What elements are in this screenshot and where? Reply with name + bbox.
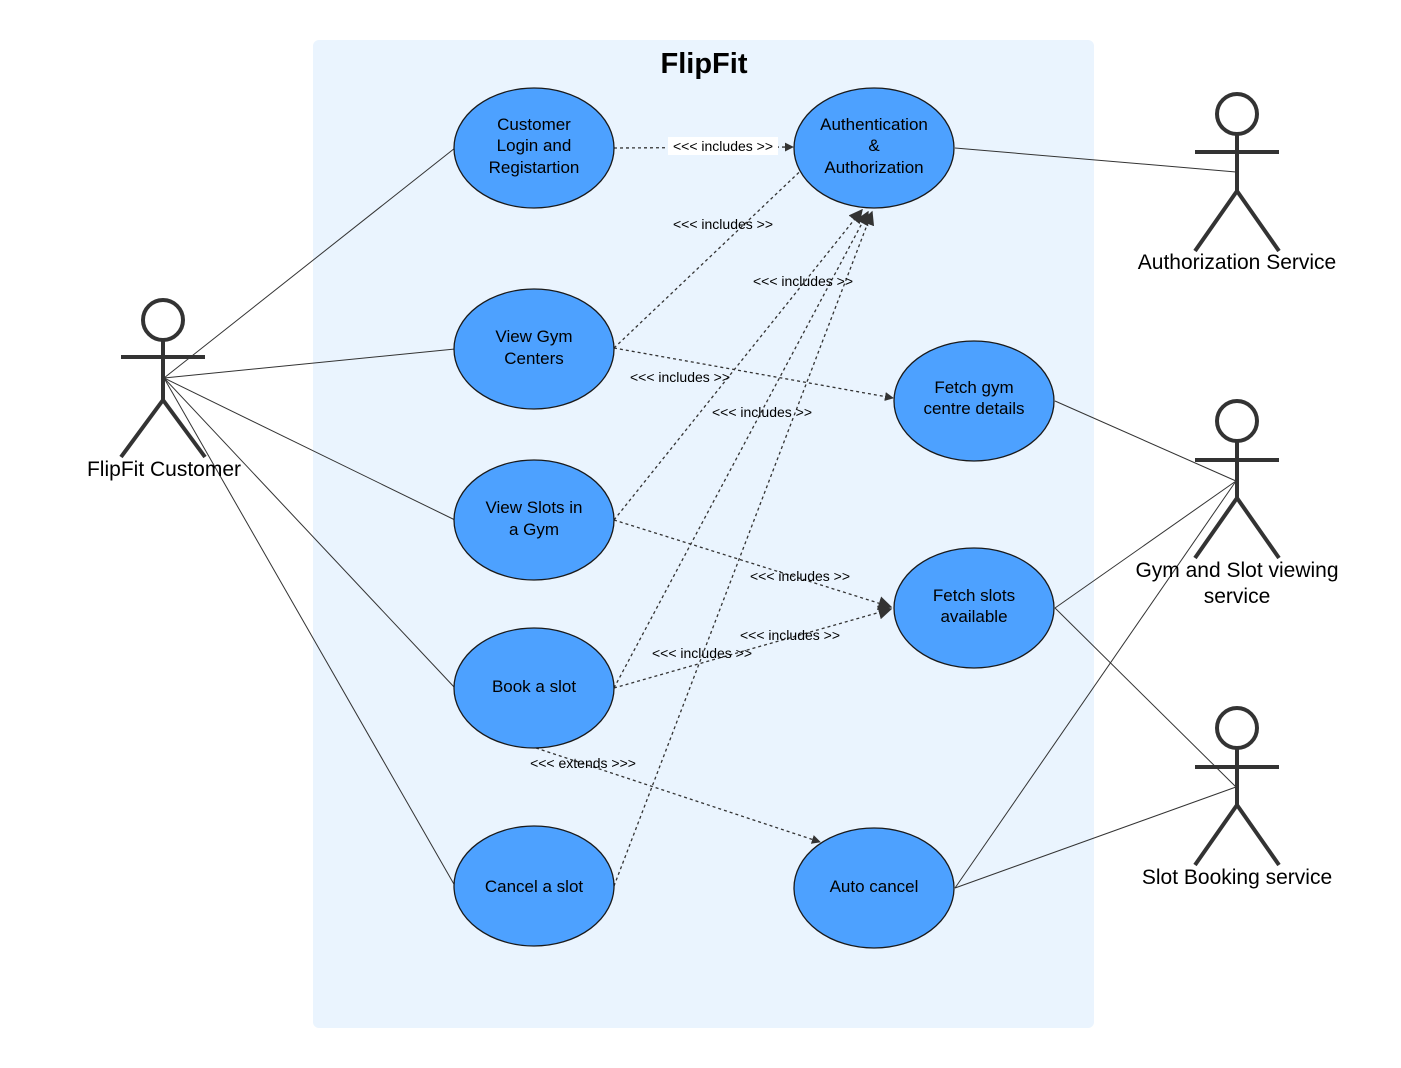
usecase-cancel-label: Cancel a slot: [485, 877, 584, 896]
usecase-fetch-slots-line2: available: [940, 607, 1007, 626]
relationship-labels: <<< includes >> <<< includes >> <<< incl…: [530, 137, 853, 771]
dependency-lines: [535, 142, 894, 887]
include-label-viewgym-fetchgym: <<< includes >>: [630, 369, 730, 385]
assoc-customer-login: [163, 147, 456, 379]
extend-autocancel-book: [535, 747, 821, 844]
actor-gym-slot-service-label-line1: Gym and Slot viewing: [1135, 559, 1338, 582]
include-viewgym-fetchgym: [613, 347, 894, 402]
include-label-viewgym-auth: <<< includes >>: [673, 216, 773, 232]
actor-customer[interactable]: [119, 298, 207, 459]
assoc-autocancel-gymservice: [954, 480, 1237, 889]
actor-booking-service-label: Slot Booking service: [1142, 866, 1332, 889]
usecase-auth-line3: Authorization: [824, 158, 923, 177]
actor-booking-service-head: [1215, 706, 1259, 750]
system-title: FlipFit: [661, 48, 748, 80]
assoc-fetchslots-gymservice: [1054, 480, 1237, 609]
usecase-auth-line2: &: [868, 136, 880, 155]
use-cases: Customer Login and Registartion Authenti…: [453, 87, 1055, 949]
usecase-fetch-slots[interactable]: Fetch slots available: [893, 547, 1055, 669]
extend-label-autocancel-book: <<< extends >>>: [530, 755, 636, 771]
usecase-view-gym-line2: Centers: [504, 349, 564, 368]
usecase-login-line3: Registartion: [489, 158, 580, 177]
assoc-fetchslots-bookingservice: [1054, 607, 1237, 788]
actor-gym-slot-service-label-line2: service: [1204, 585, 1271, 608]
include-label-viewslots-fetchslots: <<< includes >>: [750, 568, 850, 584]
system-boundary: [313, 40, 1094, 1028]
actor-auth-service-head: [1215, 92, 1259, 136]
actor-gym-slot-service[interactable]: [1193, 399, 1281, 560]
include-label-login-auth: <<< includes >>: [673, 138, 773, 154]
assoc-customer-view-gym: [163, 348, 456, 379]
usecase-view-slots[interactable]: View Slots in a Gym: [453, 459, 615, 581]
association-lines: [163, 147, 1237, 889]
usecase-login-line2: Login and: [497, 136, 572, 155]
usecase-fetch-gym[interactable]: Fetch gym centre details: [893, 340, 1055, 462]
usecase-view-slots-line1: View Slots in: [485, 498, 582, 517]
actor-auth-service-label: Authorization Service: [1138, 251, 1336, 274]
include-label-auth-top: <<< includes >>: [753, 273, 853, 289]
include-book-fetchslots: [613, 605, 893, 689]
include-cancel-auth: [613, 210, 875, 887]
assoc-auth-authservice: [954, 147, 1237, 173]
usecase-login[interactable]: Customer Login and Registartion: [453, 87, 615, 209]
usecase-auto-cancel[interactable]: Auto cancel: [793, 827, 955, 949]
usecase-fetch-gym-line1: Fetch gym: [934, 378, 1013, 397]
usecase-book-label: Book a slot: [492, 677, 576, 696]
actor-booking-service[interactable]: [1193, 706, 1281, 867]
usecase-view-gym[interactable]: View Gym Centers: [453, 288, 615, 410]
usecase-cancel[interactable]: Cancel a slot: [453, 825, 615, 947]
actor-auth-service[interactable]: [1193, 92, 1281, 253]
usecase-fetch-gym-line2: centre details: [923, 399, 1024, 418]
include-label-viewslots-auth: <<< includes >>: [712, 404, 812, 420]
usecase-fetch-slots-line1: Fetch slots: [933, 586, 1015, 605]
include-viewslots-fetchslots: [613, 519, 893, 610]
include-viewslots-auth: [613, 208, 863, 521]
usecase-auth[interactable]: Authentication & Authorization: [793, 87, 955, 209]
usecase-book[interactable]: Book a slot: [453, 627, 615, 749]
assoc-customer-book: [163, 377, 456, 689]
include-label-book-auth: <<< includes >>: [652, 645, 752, 661]
usecase-auto-cancel-label: Auto cancel: [830, 877, 919, 896]
assoc-fetchgym-gymservice: [1054, 400, 1237, 482]
assoc-autocancel-bookingservice: [954, 786, 1237, 889]
usecase-view-slots-line2: a Gym: [509, 520, 559, 539]
actor-customer-label: FlipFit Customer: [87, 458, 241, 481]
usecase-auth-line1: Authentication: [820, 115, 928, 134]
assoc-customer-cancel: [163, 377, 456, 887]
usecase-login-line1: Customer: [497, 115, 571, 134]
usecase-view-gym-line1: View Gym: [495, 327, 572, 346]
actor-customer-head: [141, 298, 185, 342]
assoc-customer-view-slots: [163, 377, 456, 521]
include-label-book-fetchslots: <<< includes >>: [740, 627, 840, 643]
actor-gym-slot-service-head: [1215, 399, 1259, 443]
actors: [119, 92, 1281, 867]
